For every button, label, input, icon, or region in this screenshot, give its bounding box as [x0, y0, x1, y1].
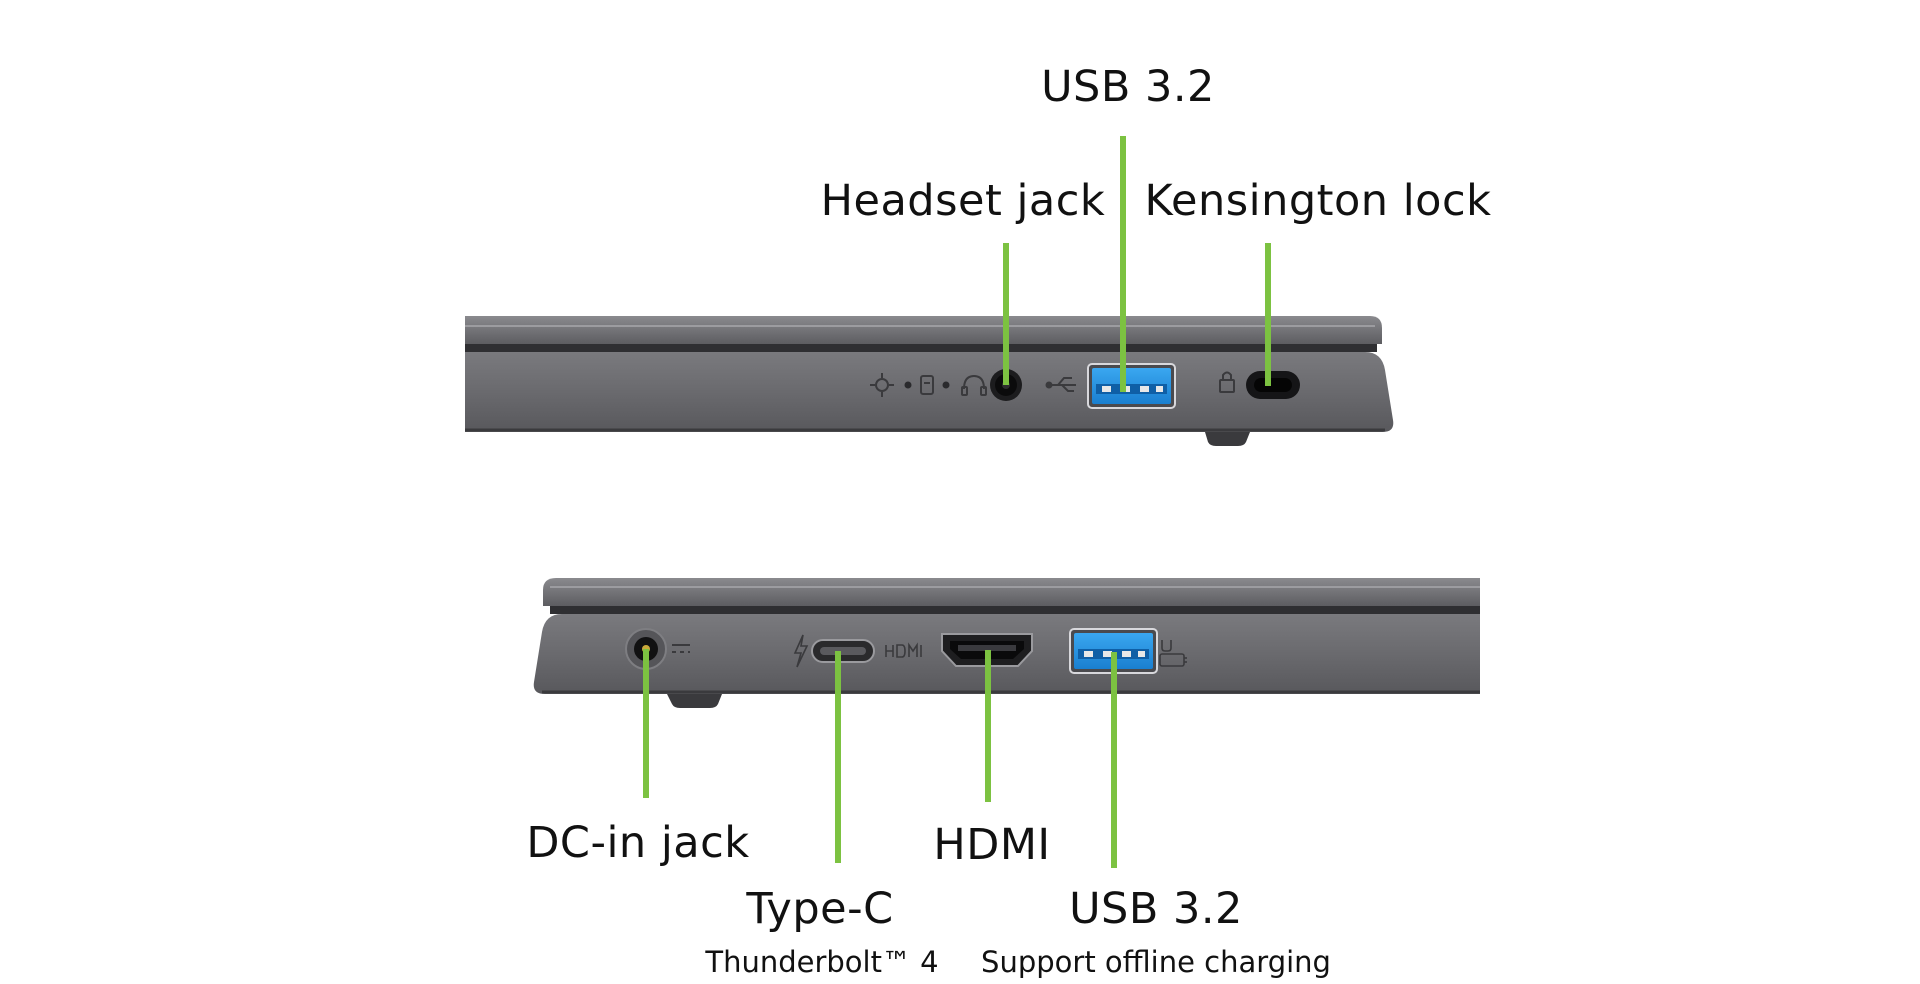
lid-bottom — [543, 578, 1480, 606]
usb-a-port-top — [1087, 363, 1176, 409]
rubber-foot-bottom — [667, 694, 722, 708]
hdmi-icon — [885, 642, 922, 658]
label-dc-in-jack: DC-in jack — [526, 818, 750, 868]
power-led — [904, 381, 912, 389]
sublabel-thunderbolt: Thunderbolt™ 4 — [705, 945, 939, 979]
label-headset-jack: Headset jack — [820, 176, 1106, 226]
power-indicator-icon — [870, 373, 894, 397]
laptop-right-side-view — [465, 316, 1394, 446]
headset-icon — [961, 374, 987, 396]
leader-lines — [643, 136, 1271, 868]
battery-indicator-icon — [920, 375, 934, 395]
lid-seam-bottom — [550, 606, 1480, 614]
label-hdmi: HDMI — [933, 820, 1051, 870]
dc-icon — [672, 644, 690, 653]
label-kensington-lock: Kensington lock — [1144, 176, 1492, 226]
label-type-c: Type-C — [746, 884, 894, 934]
lid-top — [465, 316, 1382, 344]
usb-icon — [1045, 377, 1076, 392]
laptop-left-side-view — [533, 578, 1480, 708]
usb-c-port — [811, 639, 875, 663]
kensington-slot — [1246, 371, 1300, 399]
lid-seam — [465, 344, 1377, 352]
rubber-foot — [1205, 432, 1250, 446]
label-usb-top: USB 3.2 — [1041, 62, 1215, 112]
sublabel-offline-charging: Support offline charging — [981, 945, 1331, 979]
label-usb-bottom: USB 3.2 — [1069, 884, 1243, 934]
battery-led — [942, 381, 950, 389]
lock-icon — [1219, 371, 1235, 393]
thunderbolt-icon — [793, 634, 809, 668]
usb-charge-icon — [1159, 640, 1187, 667]
